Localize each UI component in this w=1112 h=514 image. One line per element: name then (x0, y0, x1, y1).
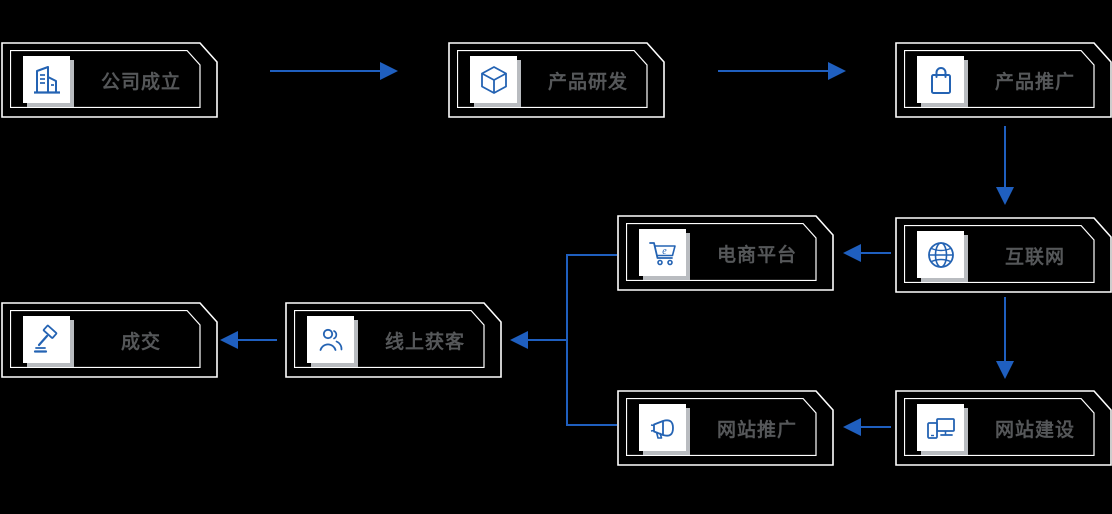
node-internet[interactable]: 互联网 (895, 217, 1112, 293)
icon-tile (639, 404, 686, 451)
node-ecommerce-platform[interactable]: e 电商平台 (617, 215, 834, 291)
node-inner-frame (294, 310, 485, 368)
shopping-bag-icon (930, 66, 951, 94)
node-label: 互联网 (1004, 246, 1065, 268)
icon-tile (23, 316, 70, 363)
node-product-rd[interactable]: 产品研发 (448, 42, 665, 118)
node-outer-frame (895, 217, 1112, 293)
node-inner-frame (10, 310, 201, 368)
node-website-build[interactable]: 网站建设 (895, 390, 1112, 466)
node-outer-frame (1, 302, 218, 378)
icon-tile (917, 231, 964, 278)
icon-tile: e (639, 229, 686, 276)
megaphone-icon (650, 418, 674, 439)
icon-tile (917, 404, 964, 451)
node-outer-frame (895, 390, 1112, 466)
icon-tile (470, 56, 517, 103)
node-outer-frame (285, 302, 502, 378)
node-outer-frame (448, 42, 665, 118)
gavel-icon (33, 324, 57, 353)
node-label: 成交 (120, 331, 161, 353)
node-outer-frame (617, 390, 834, 466)
node-label: 线上获客 (384, 331, 465, 353)
node-online-customer-acquisition[interactable]: 线上获客 (285, 302, 502, 378)
node-label: 产品推广 (994, 71, 1075, 93)
node-label: 电商平台 (716, 244, 797, 266)
node-label: 公司成立 (100, 71, 181, 93)
office-building-icon (33, 65, 60, 94)
node-inner-frame (904, 398, 1095, 456)
node-product-promotion[interactable]: 产品推广 (895, 42, 1112, 118)
node-website-promotion[interactable]: 网站推广 (617, 390, 834, 466)
node-inner-frame (457, 50, 648, 108)
node-outer-frame (1, 42, 218, 118)
node-inner-frame (10, 50, 201, 108)
svg-text:e: e (662, 246, 667, 257)
icon-tile (307, 316, 354, 363)
node-outer-frame (895, 42, 1112, 118)
node-inner-frame (904, 50, 1095, 108)
node-outer-frame (617, 215, 834, 291)
icon-tile (917, 56, 964, 103)
node-deal-closed[interactable]: 成交 (1, 302, 218, 378)
product-box-icon (480, 65, 507, 94)
connector-merge-bracket (566, 254, 617, 426)
two-people-icon (319, 328, 342, 351)
node-inner-frame (626, 398, 817, 456)
globe-icon (927, 241, 954, 268)
node-label: 产品研发 (547, 71, 628, 93)
node-label: 网站推广 (716, 419, 797, 441)
shopping-cart-e-icon: e (648, 241, 676, 265)
node-inner-frame (904, 225, 1095, 283)
node-inner-frame (626, 223, 817, 281)
node-company-founded[interactable]: 公司成立 (1, 42, 218, 118)
node-label: 网站建设 (994, 419, 1075, 441)
devices-icon (926, 417, 955, 439)
icon-tile (23, 56, 70, 103)
